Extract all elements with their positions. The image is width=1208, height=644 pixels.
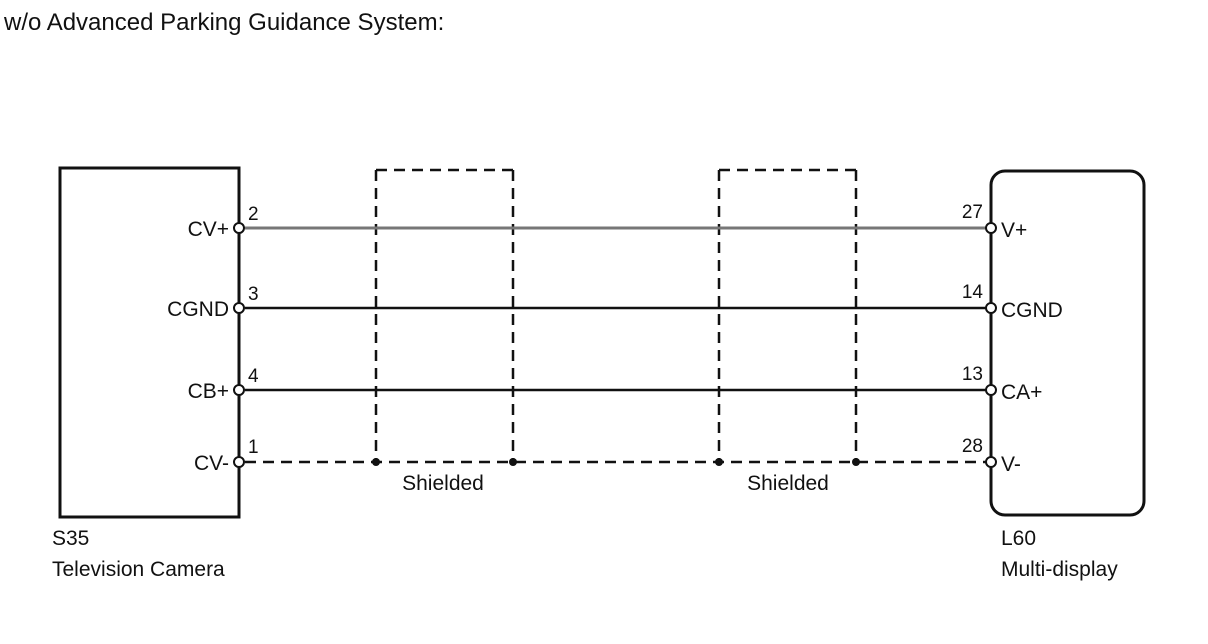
terminal-left-cb-plus xyxy=(233,384,245,396)
junction-dot xyxy=(509,458,517,466)
left-signal-label: CV+ xyxy=(188,218,229,241)
right-pin-number: 27 xyxy=(962,202,983,223)
terminal-left-cv-minus xyxy=(233,456,245,468)
terminal-right-ca-plus xyxy=(985,384,997,396)
right-signal-label: V- xyxy=(1001,453,1021,476)
left-signal-label: CV- xyxy=(194,452,229,475)
terminal-left-cgnd xyxy=(233,302,245,314)
junction-dot xyxy=(715,458,723,466)
right-pin-number: 14 xyxy=(962,282,984,303)
left-component-name: Television Camera xyxy=(52,558,225,581)
left-pin-number: 3 xyxy=(248,284,259,305)
left-component-code: S35 xyxy=(52,527,89,550)
right-pin-number: 13 xyxy=(962,364,983,385)
left-pin-number: 2 xyxy=(248,204,259,225)
right-signal-label: CGND xyxy=(1001,299,1063,322)
television-camera-box xyxy=(58,166,241,519)
shield-1 xyxy=(374,168,515,462)
shield-label: Shielded xyxy=(402,472,484,495)
terminal-right-v-plus xyxy=(985,222,997,234)
junction-dot xyxy=(852,458,860,466)
diagram-title: w/o Advanced Parking Guidance System: xyxy=(3,9,444,36)
terminal-right-cgnd xyxy=(985,302,997,314)
right-signal-label: CA+ xyxy=(1001,381,1042,404)
junction-dot xyxy=(372,458,380,466)
left-signal-label: CGND xyxy=(167,298,229,321)
multi-display-box xyxy=(989,169,1146,517)
right-signal-label: V+ xyxy=(1001,219,1027,242)
shield-2 xyxy=(717,168,858,462)
right-component-code: L60 xyxy=(1001,527,1036,550)
terminal-right-v-minus xyxy=(985,456,997,468)
shield-label: Shielded xyxy=(747,472,829,495)
left-pin-number: 4 xyxy=(248,366,259,387)
right-component-name: Multi-display xyxy=(1001,558,1118,581)
terminal-left-cv-plus xyxy=(233,222,245,234)
right-pin-number: 28 xyxy=(962,436,983,457)
left-signal-label: CB+ xyxy=(188,380,229,403)
left-pin-number: 1 xyxy=(248,437,259,458)
